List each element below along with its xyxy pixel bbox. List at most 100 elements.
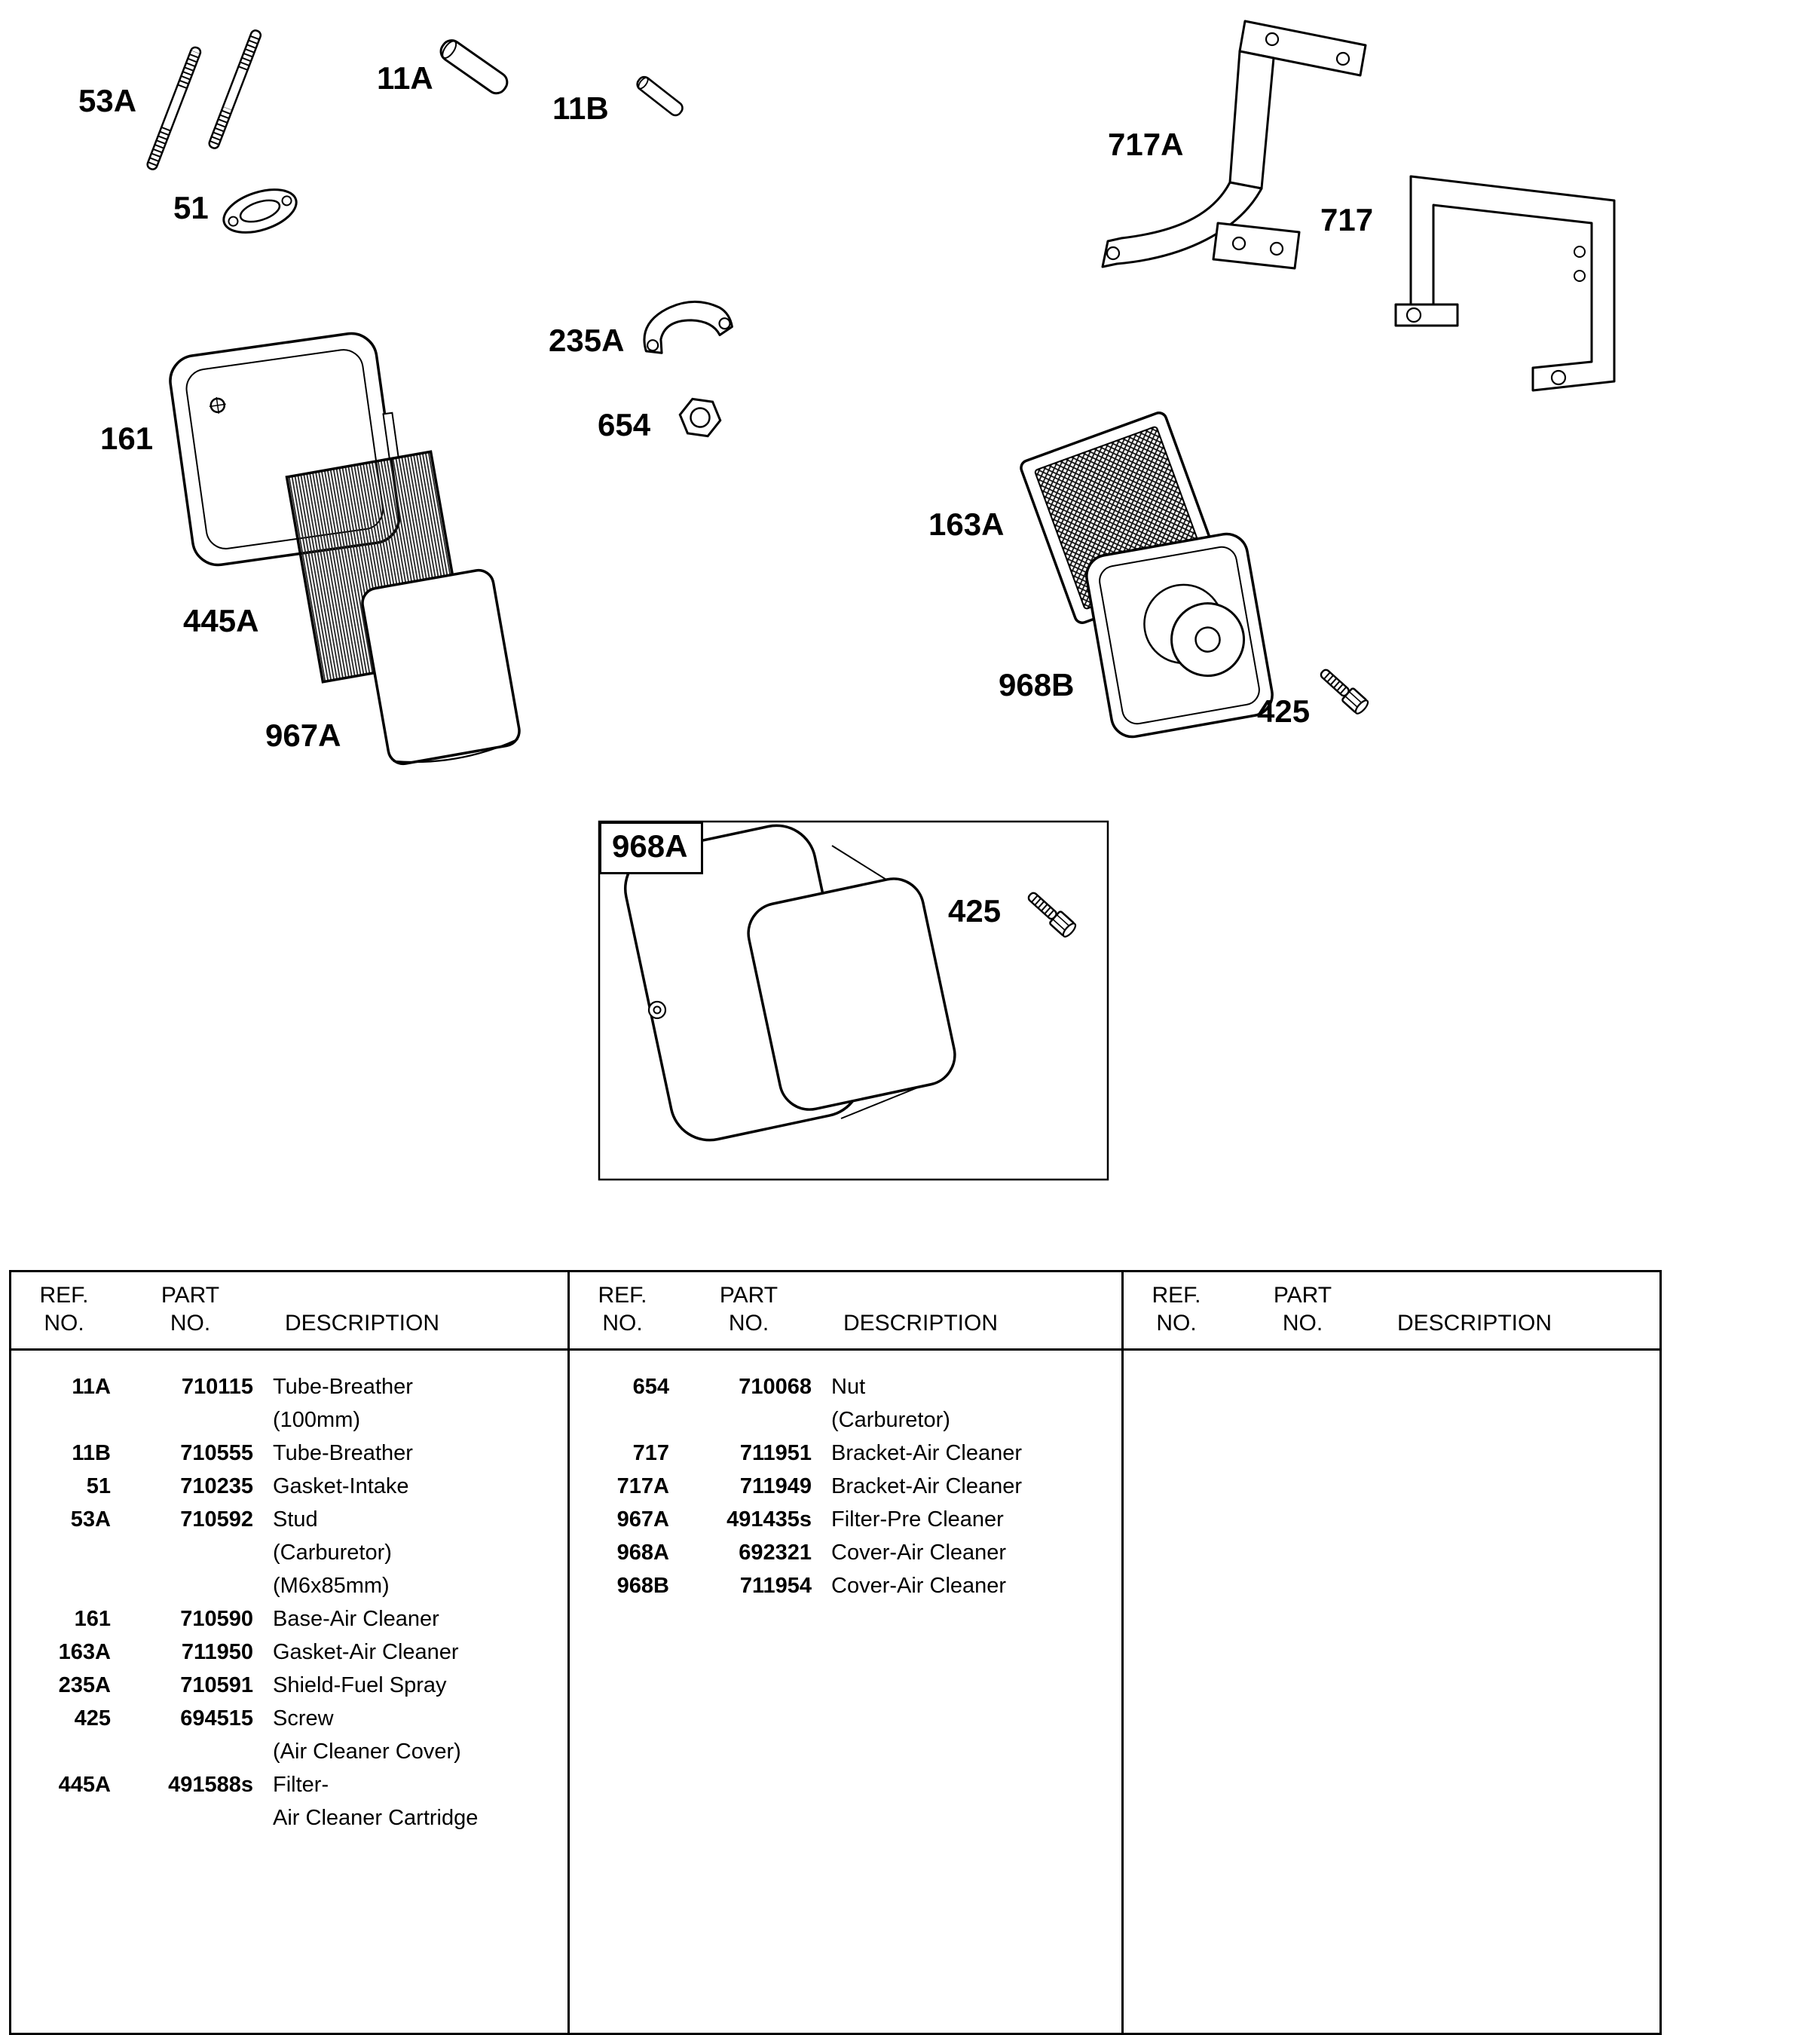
part-label-51: 51 [173, 190, 209, 225]
ref-no-cell: 717 [632, 1441, 669, 1465]
table-row: (Carburetor) [570, 1403, 1121, 1437]
bracket-717-drawing [1394, 175, 1616, 392]
part-no-cell [117, 1536, 264, 1569]
part-label-968a: 968A [599, 822, 704, 874]
cover-968b-drawing [1085, 532, 1274, 739]
part-label-654: 654 [598, 407, 651, 442]
description-cell: (100mm) [273, 1408, 361, 1432]
part-label-717: 717 [1320, 202, 1374, 237]
table-row: 161 710590 Base-Air Cleaner [11, 1602, 567, 1636]
part-no-cell [117, 1569, 264, 1602]
table-row: (Carburetor) [11, 1536, 567, 1569]
pre-cleaner-drawing [361, 568, 521, 766]
part-label-161: 161 [100, 421, 154, 456]
ref-no-cell: 967A [616, 1507, 669, 1532]
table-row: 717 711951 Bracket-Air Cleaner [570, 1437, 1121, 1470]
part-label-11a: 11A [377, 60, 433, 96]
description-cell: Stud [273, 1507, 318, 1532]
part-no-cell: 694515 [180, 1706, 253, 1731]
ref-no-cell: 717A [616, 1474, 669, 1498]
cover-968a-drawing [623, 824, 956, 1142]
ref-no-cell [11, 1569, 117, 1602]
ref-no-cell: 968B [616, 1574, 669, 1598]
part-no-cell [117, 1801, 264, 1835]
ref-no-cell: 425 [74, 1706, 111, 1731]
description-cell: (M6x85mm) [273, 1574, 390, 1598]
part-no-cell: 710235 [180, 1474, 253, 1498]
table-header: REF. NO. PART NO. DESCRIPTION [1124, 1272, 1659, 1351]
ref-no-cell: 11B [72, 1441, 111, 1465]
part-label-163a: 163A [928, 506, 1005, 542]
ref-no-header: REF. NO. [1152, 1283, 1201, 1336]
table-section-1: REF. NO. PART NO. DESCRIPTION 11A 710115… [11, 1272, 567, 2033]
part-no-cell: 710591 [180, 1673, 253, 1697]
part-label-425-box: 425 [948, 893, 1002, 929]
part-no-cell: 491588s [168, 1773, 253, 1797]
tube-breather-11b-drawing [636, 75, 684, 117]
ref-no-cell [11, 1536, 117, 1569]
table-row: 11B 710555 Tube-Breather [11, 1437, 567, 1470]
part-no-cell [117, 1403, 264, 1437]
table-body-3 [1124, 1351, 1659, 1370]
table-row: 11A 710115 Tube-Breather [11, 1370, 567, 1403]
part-label-717a: 717A [1108, 127, 1184, 162]
part-no-cell: 711949 [739, 1474, 812, 1498]
ref-no-cell: 968A [616, 1541, 669, 1565]
table-body-2: 654 710068 Nut (Carburetor) 717 711951 B… [570, 1351, 1121, 1602]
table-row: 968B 711954 Cover-Air Cleaner [570, 1569, 1121, 1602]
description-cell: Bracket-Air Cleaner [831, 1441, 1023, 1465]
table-section-3: REF. NO. PART NO. DESCRIPTION [1121, 1272, 1659, 2033]
description-cell: (Air Cleaner Cover) [273, 1740, 461, 1764]
exploded-diagram [146, 20, 1616, 1181]
ref-no-header: REF. NO. [39, 1283, 89, 1336]
ref-no-header: REF. NO. [598, 1283, 647, 1336]
table-row: 968A 692321 Cover-Air Cleaner [570, 1536, 1121, 1569]
description-cell: (Carburetor) [273, 1541, 392, 1565]
part-no-cell [117, 1735, 264, 1768]
stud-53a-drawing [146, 29, 262, 170]
ref-no-cell [11, 1801, 117, 1835]
part-no-cell: 711954 [739, 1574, 812, 1598]
screw-425-drawing [1320, 669, 1369, 715]
table-row: (M6x85mm) [11, 1569, 567, 1602]
description-cell: Gasket-Intake [273, 1474, 409, 1498]
shield-fuel-spray-drawing [643, 300, 733, 354]
part-no-cell: 710115 [181, 1375, 253, 1399]
table-row: 445A 491588s Filter- [11, 1768, 567, 1801]
ref-no-cell: 161 [74, 1607, 111, 1631]
screw-425-box-drawing [1027, 892, 1077, 938]
table-row: 163A 711950 Gasket-Air Cleaner [11, 1636, 567, 1669]
ref-no-cell [11, 1735, 117, 1768]
part-no-cell: 710068 [739, 1375, 812, 1399]
description-cell: Air Cleaner Cartridge [273, 1806, 479, 1830]
table-row: Air Cleaner Cartridge [11, 1801, 567, 1835]
group-968a-box [598, 820, 1109, 1181]
part-label-53a: 53A [78, 83, 137, 118]
description-cell: Cover-Air Cleaner [831, 1574, 1007, 1598]
ref-no-cell: 654 [632, 1375, 669, 1399]
description-cell: Screw [273, 1706, 334, 1731]
description-header: DESCRIPTION [843, 1311, 999, 1336]
table-row: (100mm) [11, 1403, 567, 1437]
part-no-cell: 710590 [180, 1607, 253, 1631]
part-no-cell: 491435s [726, 1507, 812, 1532]
ref-no-cell [11, 1403, 117, 1437]
part-label-968b: 968B [999, 667, 1075, 702]
ref-no-cell: 51 [86, 1474, 111, 1498]
part-no-header: PART NO. [1273, 1283, 1332, 1336]
description-header: DESCRIPTION [285, 1311, 440, 1336]
part-label-425: 425 [1257, 693, 1311, 729]
part-label-235a: 235A [549, 323, 625, 358]
nut-drawing [678, 397, 722, 438]
table-header: REF. NO. PART NO. DESCRIPTION [11, 1272, 567, 1351]
table-body-1: 11A 710115 Tube-Breather (100mm) 11B 710… [11, 1351, 567, 1835]
ref-no-cell [570, 1403, 675, 1437]
table-row: 51 710235 Gasket-Intake [11, 1470, 567, 1503]
part-no-cell: 710592 [180, 1507, 253, 1532]
gasket-intake-drawing [222, 188, 298, 234]
part-label-445a: 445A [183, 603, 259, 638]
part-no-cell: 692321 [739, 1541, 812, 1565]
description-header: DESCRIPTION [1397, 1311, 1552, 1336]
description-cell: Base-Air Cleaner [273, 1607, 439, 1631]
table-section-2: REF. NO. PART NO. DESCRIPTION 654 710068… [567, 1272, 1121, 2033]
